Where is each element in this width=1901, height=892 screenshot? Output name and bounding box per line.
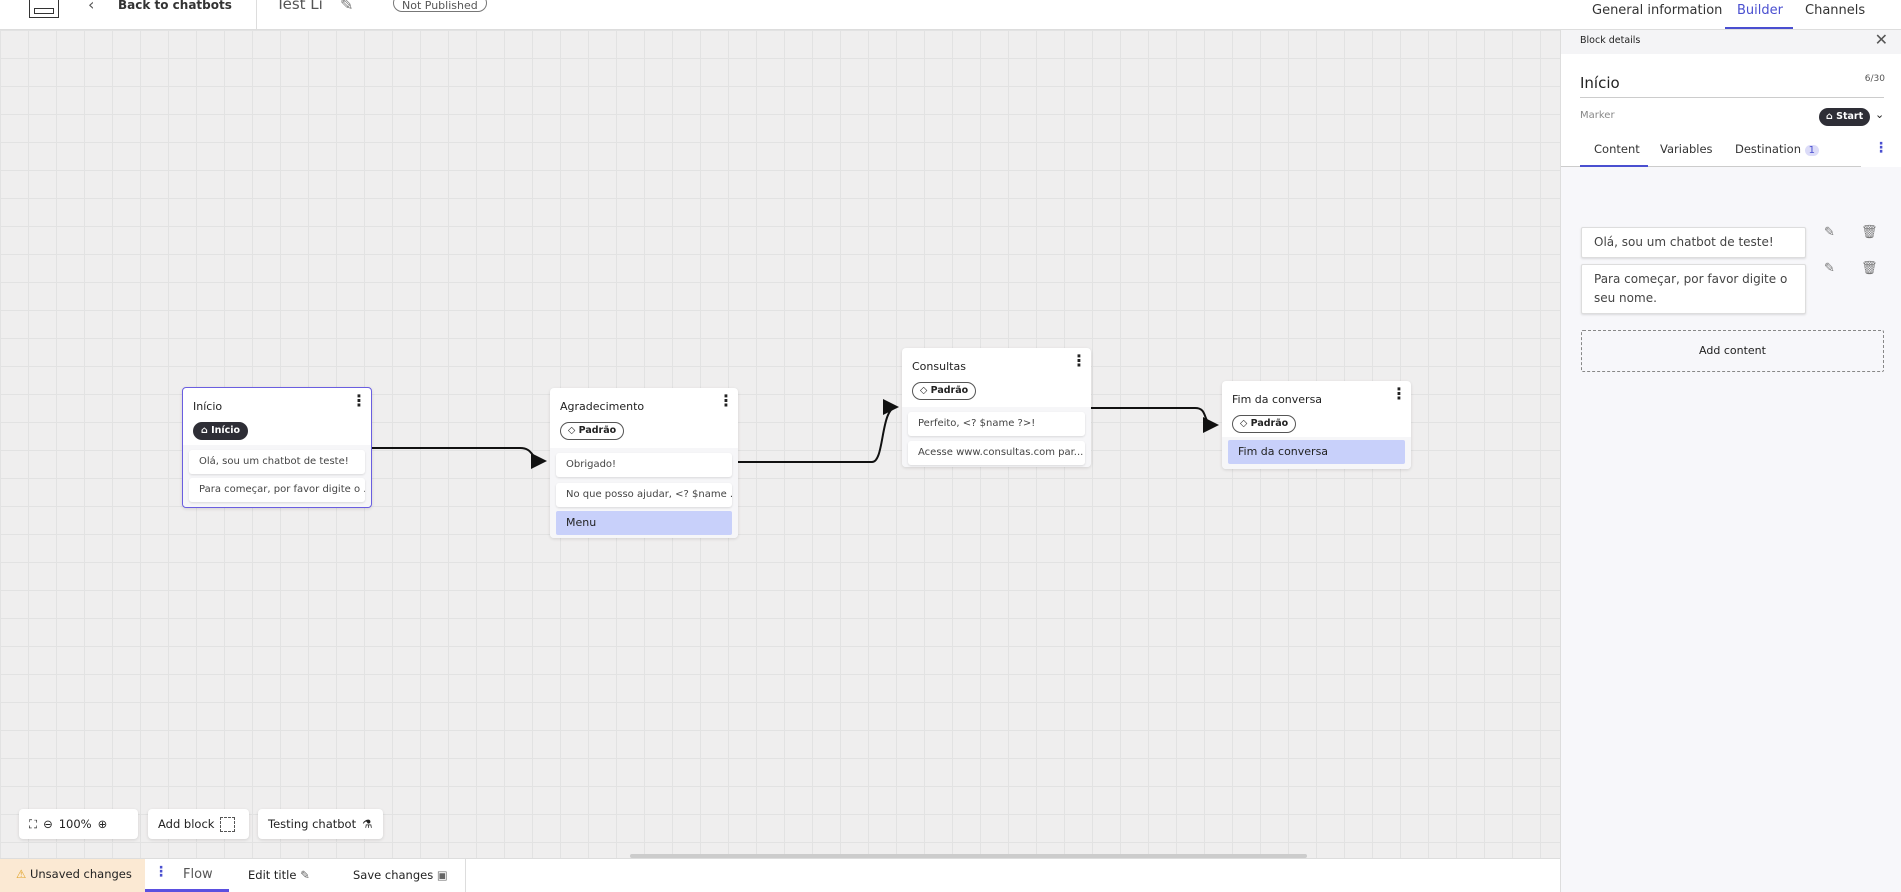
divider xyxy=(465,859,466,892)
edge-agradecimento-consultas xyxy=(738,399,899,463)
bottom-bar: ⚠ Unsaved changes ⋮ Flow Edit title ✎ Sa… xyxy=(0,858,1560,892)
message-item[interactable]: Obrigado! xyxy=(556,453,732,477)
panel-header-title: Block details xyxy=(1580,35,1641,46)
flow-underline xyxy=(145,889,229,892)
block-title: Agradecimento xyxy=(560,400,645,413)
edge-inicio-agradecimento xyxy=(372,447,547,469)
top-bar: ‹ Back to chatbots Test Li ✎ Not Publish… xyxy=(0,0,1901,30)
tab-flow[interactable]: Flow xyxy=(183,867,213,882)
tab-channels[interactable]: Channels xyxy=(1805,3,1866,18)
horizontal-scrollbar[interactable] xyxy=(630,854,1307,858)
more-options-icon[interactable]: ⋮ xyxy=(1874,140,1888,156)
add-block-label: Add block xyxy=(158,817,215,831)
marker-label: Marker xyxy=(1580,110,1615,121)
trash-icon[interactable]: 🗑 xyxy=(1861,225,1878,240)
marker-select[interactable]: ⌂ Start xyxy=(1819,108,1871,126)
edit-title-pencil-icon[interactable]: ✎ xyxy=(340,0,354,14)
tab-general-information[interactable]: General information xyxy=(1592,3,1723,18)
message-item[interactable]: Perfeito, <? $name ?>! xyxy=(908,412,1085,436)
block-body: Olá, sou um chatbot de teste! Para começ… xyxy=(183,445,371,507)
more-options-icon[interactable]: ⋮ xyxy=(1391,384,1407,403)
chatbot-title: Test Li xyxy=(276,0,323,13)
block-title: Fim da conversa xyxy=(1232,393,1323,406)
more-options-icon[interactable]: ⋮ xyxy=(154,864,168,880)
block-title: Início xyxy=(193,400,223,413)
add-content-button[interactable]: Add content xyxy=(1581,330,1884,372)
more-options-icon[interactable]: ⋮ xyxy=(1071,351,1087,370)
flow-canvas[interactable]: Início ⋮ ⌂ Início Olá, sou um chatbot de… xyxy=(0,30,1560,858)
panel-header: Block details ✕ xyxy=(1561,30,1901,54)
char-count: 6/30 xyxy=(1864,74,1885,84)
edit-title-button[interactable]: Edit title ✎ xyxy=(248,868,310,882)
more-options-icon[interactable]: ⋮ xyxy=(718,391,734,410)
tab-content[interactable]: Content xyxy=(1594,142,1640,156)
pencil-icon: ✎ xyxy=(300,868,310,882)
block-details-panel: Block details ✕ Início 6/30 Marker ⌂ Sta… xyxy=(1560,30,1901,892)
home-icon: ⌂ xyxy=(1826,111,1837,122)
block-inicio[interactable]: Início ⋮ ⌂ Início Olá, sou um chatbot de… xyxy=(182,387,372,508)
message-item[interactable]: Acesse www.consultas.com par... xyxy=(908,441,1085,465)
block-fim-da-conversa[interactable]: Fim da conversa ⋮ ◇ Padrão Fim da conver… xyxy=(1222,381,1411,469)
tag-icon: ◇ xyxy=(568,425,579,436)
block-body: Fim da conversa xyxy=(1222,437,1411,469)
block-title: Consultas xyxy=(912,360,966,373)
close-icon[interactable]: ✕ xyxy=(1874,30,1888,49)
edges xyxy=(372,399,1219,469)
marker-pill: ⌂ Início xyxy=(193,422,249,440)
testing-chatbot-label: Testing chatbot xyxy=(268,817,357,831)
content-item[interactable]: Olá, sou um chatbot de teste! xyxy=(1581,227,1806,258)
tag-icon: ◇ xyxy=(920,385,931,396)
tab-underline xyxy=(1725,27,1793,29)
flask-icon: ⚗ xyxy=(362,817,373,831)
fit-screen-icon[interactable]: ⛶ xyxy=(29,817,38,831)
unsaved-changes-status: ⚠ Unsaved changes xyxy=(0,859,145,892)
message-item[interactable]: Olá, sou um chatbot de teste! xyxy=(189,450,365,474)
save-changes-button[interactable]: Save changes ▣ xyxy=(353,868,448,882)
home-icon: ⌂ xyxy=(201,425,212,436)
edit-pencil-icon[interactable]: ✎ xyxy=(1824,225,1835,240)
tabs-divider xyxy=(1561,166,1861,167)
tab-destination[interactable]: Destination 1 xyxy=(1735,142,1820,156)
end-action[interactable]: Fim da conversa xyxy=(1228,440,1405,464)
status-badge: Not Published xyxy=(393,0,487,12)
edit-pencil-icon[interactable]: ✎ xyxy=(1824,261,1835,276)
warning-icon: ⚠ xyxy=(16,867,30,881)
tag-icon: ◇ xyxy=(1240,418,1251,429)
block-body: Perfeito, <? $name ?>! Acesse www.consul… xyxy=(902,407,1091,467)
divider xyxy=(256,0,257,30)
message-item[interactable]: No que posso ajudar, <? $name ... xyxy=(556,483,732,507)
zoom-in-icon[interactable]: ⊕ xyxy=(97,817,108,831)
save-icon: ▣ xyxy=(436,868,448,882)
block-agradecimento[interactable]: Agradecimento ⋮ ◇ Padrão Obrigado! No qu… xyxy=(550,388,738,538)
edge-consultas-fim xyxy=(1091,407,1219,433)
message-item[interactable]: Para começar, por favor digite o ... xyxy=(189,478,365,502)
divider xyxy=(1580,97,1884,98)
tab-builder[interactable]: Builder xyxy=(1737,3,1783,18)
block-consultas[interactable]: Consultas ⋮ ◇ Padrão Perfeito, <? $name … xyxy=(902,348,1091,467)
back-to-chatbots-link[interactable]: Back to chatbots xyxy=(118,0,232,12)
trash-icon[interactable]: 🗑 xyxy=(1861,261,1878,276)
marker-pill: ◇ Padrão xyxy=(560,422,625,440)
menu-action[interactable]: Menu xyxy=(556,511,732,535)
more-options-icon[interactable]: ⋮ xyxy=(351,391,367,410)
marker-pill: ◇ Padrão xyxy=(912,382,977,400)
logo-icon xyxy=(29,0,59,18)
destination-count-badge: 1 xyxy=(1804,145,1820,156)
zoom-out-icon[interactable]: ⊖ xyxy=(43,817,53,831)
tab-content-underline xyxy=(1580,165,1648,167)
block-name-input[interactable]: Início xyxy=(1580,74,1620,92)
tab-variables[interactable]: Variables xyxy=(1660,142,1713,156)
marker-pill: ◇ Padrão xyxy=(1232,415,1297,433)
chevron-down-icon[interactable]: ⌄ xyxy=(1875,108,1885,121)
testing-chatbot-button[interactable]: Testing chatbot ⚗ xyxy=(258,809,383,839)
block-body: Obrigado! No que posso ajudar, <? $name … xyxy=(550,448,738,538)
zoom-level: 100% xyxy=(58,817,92,831)
content-item[interactable]: Para começar, por favor digite o seu nom… xyxy=(1581,264,1806,314)
zoom-controls: ⛶ ⊖ 100% ⊕ xyxy=(19,809,138,839)
chevron-left-icon[interactable]: ‹ xyxy=(88,0,95,14)
add-block-icon xyxy=(220,816,236,832)
content-area: Olá, sou um chatbot de teste! ✎ 🗑 Para c… xyxy=(1561,167,1901,892)
add-block-button[interactable]: Add block xyxy=(148,809,249,839)
